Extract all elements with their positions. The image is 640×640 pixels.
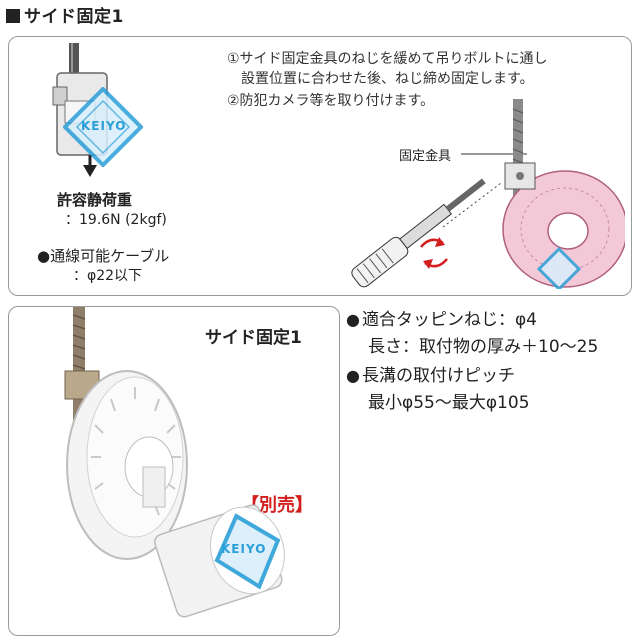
instruction-step1-line2: 設置位置に合わせた後、ねじ締め固定します。 [241, 71, 534, 87]
section-heading: サイド固定1 [6, 2, 124, 27]
section-heading-text: サイド固定1 [24, 7, 124, 27]
spec-2-line1: 長溝の取付けピッチ [361, 366, 515, 386]
load-label: 許容静荷重 [57, 191, 133, 209]
load-value: ：19.6N (2kgf) [65, 212, 167, 228]
cable-bullet: ● [37, 247, 51, 265]
spec-1-line1: 適合タッピンねじ：φ4 [361, 310, 537, 330]
instruction-step2: ②防犯カメラ等を取り付けます。 [227, 93, 435, 109]
spec-1: ●適合タッピンねじ：φ4 長さ：取付物の厚み＋10～25 [346, 306, 598, 361]
cable-value: ：φ22以下 [73, 268, 143, 284]
keiyo-logo-icon [63, 87, 143, 167]
photo-title: サイド固定1 [205, 328, 302, 348]
spec-1-bullet: ● [346, 310, 360, 329]
camera-logo-text: KEIYO [221, 542, 267, 556]
cable-label: 通線可能ケーブル [50, 247, 170, 265]
spec-1-line2: 長さ：取付物の厚み＋10～25 [368, 337, 599, 357]
cable-spec: ●通線可能ケーブル [37, 245, 169, 266]
spec-2-line2: 最小φ55～最大φ105 [368, 393, 530, 413]
product-photo-panel: サイド固定1 【別売】 KEIYO [8, 306, 340, 636]
instruction-panel: KEIYO 許容静荷重 ：19.6N (2kgf) ●通線可能ケーブル ：φ22… [8, 36, 632, 296]
spec-2-bullet: ● [346, 366, 360, 385]
instruction-step1-line1: ①サイド固定金具のねじを緩めて吊りボルトに通し [227, 51, 548, 67]
product-photo [64, 307, 285, 618]
spec-2: ●長溝の取付けピッチ 最小φ55～最大φ105 [346, 362, 530, 417]
keiyo-logo-text: KEIYO [81, 119, 127, 133]
fixture-label: 固定金具 [399, 149, 452, 164]
mounting-diagram [351, 99, 625, 289]
heading-square-icon [6, 9, 20, 23]
